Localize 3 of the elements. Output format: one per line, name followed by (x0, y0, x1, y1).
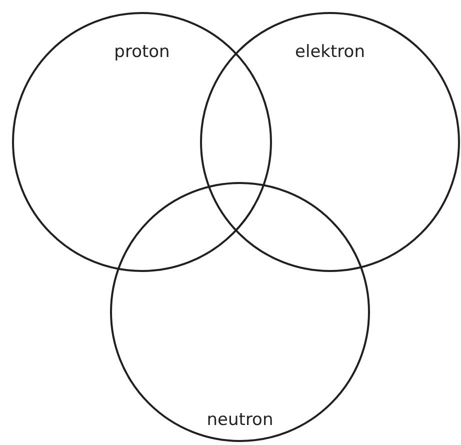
circle-label: proton (114, 42, 170, 62)
circle-label: neutron (206, 410, 274, 430)
circle-label: elektron (295, 42, 365, 62)
